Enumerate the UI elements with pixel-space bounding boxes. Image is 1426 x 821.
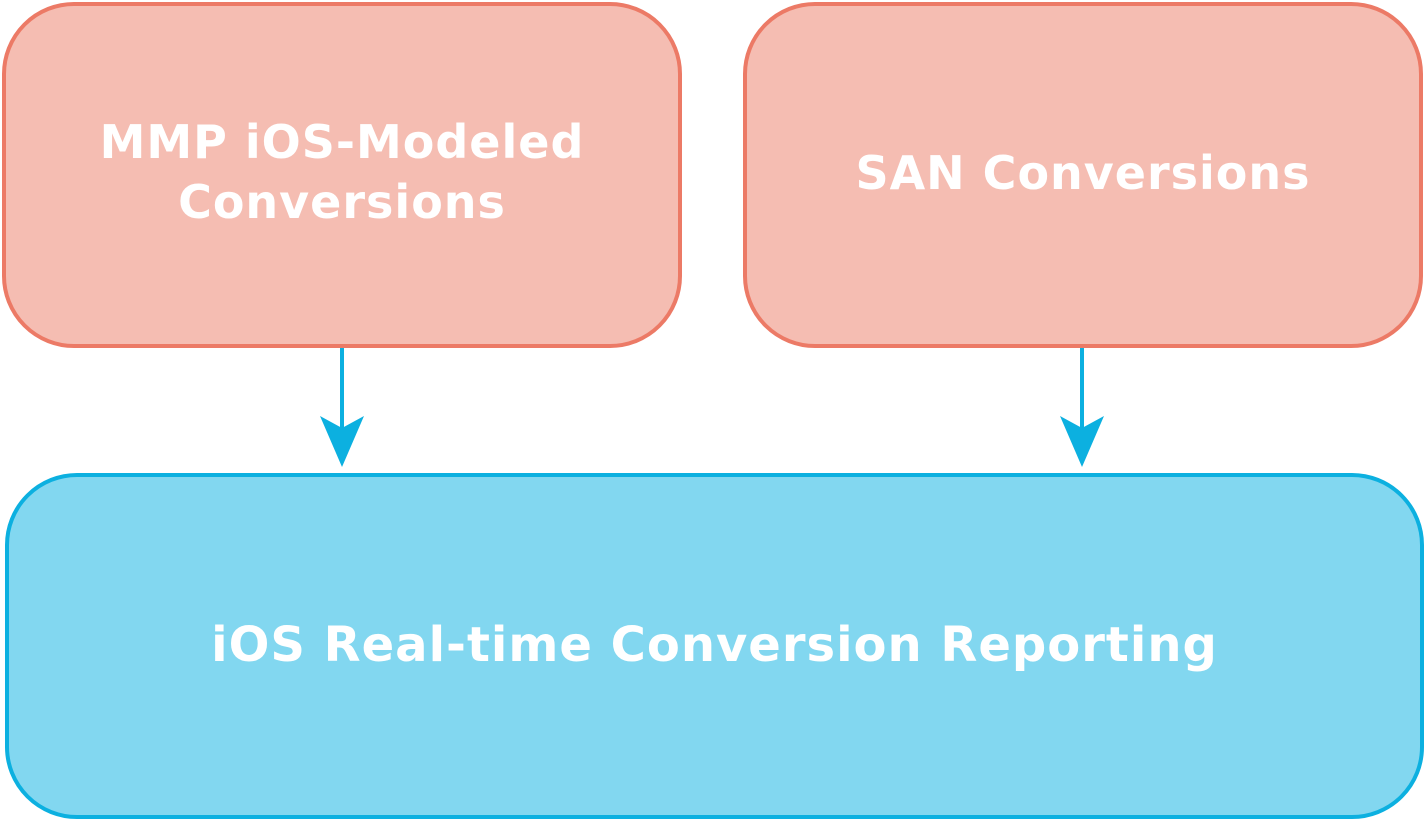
ios-reporting-node: iOS Real-time Conversion Reporting xyxy=(5,473,1424,819)
arrow-san-to-ios xyxy=(1060,348,1104,467)
arrow-head-icon xyxy=(320,416,364,467)
ios-reporting-label: iOS Real-time Conversion Reporting xyxy=(211,617,1218,673)
mmp-conversions-label: MMP iOS-Modeled Conversions xyxy=(99,115,585,229)
san-conversions-node: SAN Conversions xyxy=(743,2,1423,348)
arrow-head-icon xyxy=(1060,416,1104,467)
mmp-conversions-node: MMP iOS-Modeled Conversions xyxy=(2,2,682,348)
san-conversions-label: SAN Conversions xyxy=(855,146,1311,200)
arrow-mmp-to-ios xyxy=(320,348,364,467)
